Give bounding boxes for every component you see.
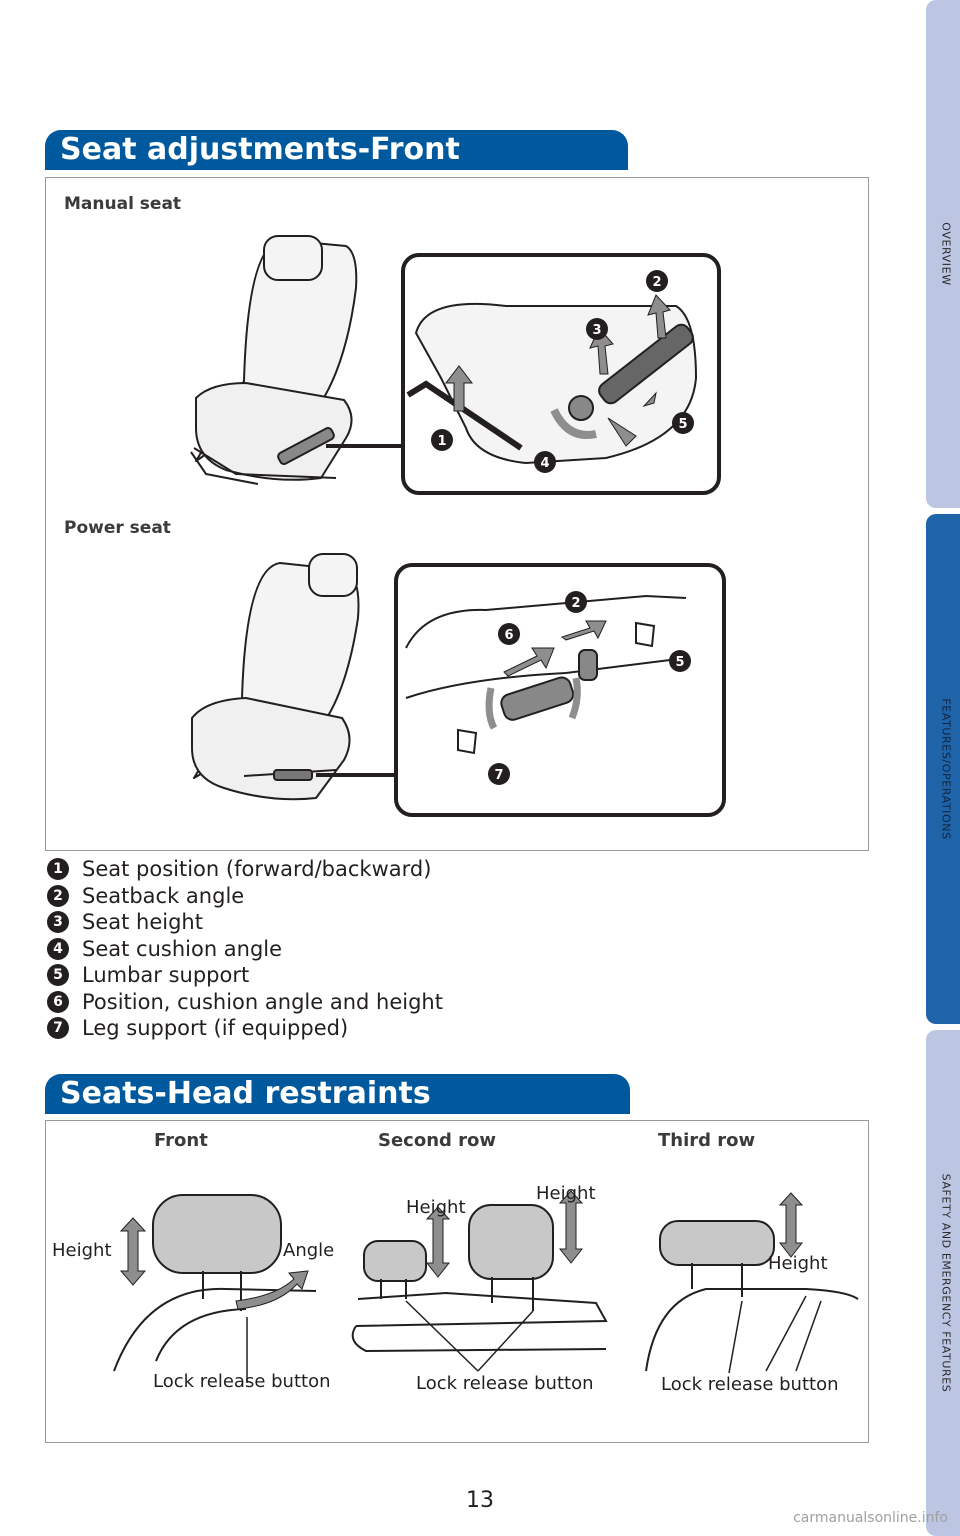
legend-text: Seat position (forward/backward) bbox=[82, 857, 432, 882]
page-number: 13 bbox=[466, 1488, 494, 1513]
side-tab-features-operations[interactable]: FEATURES/OPERATIONS bbox=[926, 514, 960, 1024]
legend-number: 7 bbox=[47, 1017, 69, 1040]
column-heading-second-row: Second row bbox=[378, 1130, 497, 1151]
column-heading-front: Front bbox=[154, 1130, 208, 1151]
legend-text: Seat height bbox=[82, 910, 203, 935]
power-callout-2: 2 bbox=[571, 596, 580, 611]
manual-callout-2: 2 bbox=[652, 275, 661, 290]
watermark: carmanualsonline.info bbox=[793, 1510, 948, 1526]
legend-number: 6 bbox=[47, 990, 69, 1013]
legend-text: Lumbar support bbox=[82, 963, 250, 988]
third-row-height-arrow bbox=[778, 1192, 804, 1258]
legend-item: 4 Seat cushion angle bbox=[47, 936, 443, 963]
legend-text: Seatback angle bbox=[82, 883, 245, 908]
manual-callouts: 1 2 3 4 5 bbox=[431, 270, 694, 473]
legend-text: Leg support (if equipped) bbox=[82, 1016, 349, 1041]
section-header-seat-adjustments: Seat adjustments-Front bbox=[45, 130, 628, 170]
legend-item: 5 Lumbar support bbox=[47, 962, 443, 989]
second-row-height-right-label: Height bbox=[536, 1183, 596, 1204]
front-height-arrow bbox=[119, 1217, 147, 1286]
seat-illustrations: 1 2 3 4 5 bbox=[190, 235, 726, 817]
side-tab-safety-label: SAFETY AND EMERGENCY FEATURES bbox=[939, 1173, 953, 1393]
manual-callout-1: 1 bbox=[437, 434, 446, 449]
manual-seat-drawing bbox=[190, 235, 358, 485]
legend-number: 5 bbox=[47, 964, 69, 987]
power-callouts: 2 5 6 7 bbox=[488, 591, 691, 785]
second-row-head-restraints bbox=[351, 1204, 608, 1372]
legend-item: 1 Seat position (forward/backward) bbox=[47, 856, 443, 883]
third-row-height-label: Height bbox=[768, 1253, 828, 1274]
side-tab-safety[interactable]: SAFETY AND EMERGENCY FEATURES bbox=[926, 1030, 960, 1536]
legend-text: Seat cushion angle bbox=[82, 936, 283, 961]
head-restraints-panel: Front Second row Third row bbox=[45, 1120, 869, 1443]
front-head-restraint bbox=[113, 1194, 317, 1383]
front-lock-release-label: Lock release button bbox=[153, 1371, 331, 1392]
manual-callout-5: 5 bbox=[678, 417, 687, 432]
power-detail-inset bbox=[394, 563, 726, 817]
second-row-right-height-arrow bbox=[558, 1190, 584, 1264]
legend-number: 3 bbox=[47, 911, 69, 934]
front-angle-arrow bbox=[235, 1270, 309, 1310]
second-row-lock-release-label: Lock release button bbox=[416, 1373, 594, 1394]
second-row-left-height-arrow bbox=[425, 1206, 451, 1278]
power-seat-label: Power seat bbox=[64, 518, 171, 538]
third-row-head-restraint bbox=[645, 1220, 859, 1374]
power-callout-5: 5 bbox=[675, 655, 684, 670]
legend-item: 3 Seat height bbox=[47, 909, 443, 936]
power-callout-6: 6 bbox=[504, 628, 513, 643]
front-angle-label: Angle bbox=[283, 1240, 335, 1261]
manual-callout-4: 4 bbox=[540, 456, 549, 471]
legend-number: 1 bbox=[47, 858, 69, 881]
section-header-head-restraints: Seats-Head restraints bbox=[45, 1074, 630, 1114]
legend-text: Position, cushion angle and height bbox=[82, 989, 443, 1014]
manual-detail-inset bbox=[401, 253, 721, 495]
power-callout-7: 7 bbox=[494, 768, 503, 783]
legend-item: 7 Leg support (if equipped) bbox=[47, 1015, 443, 1042]
second-row-height-left-label: Height bbox=[406, 1197, 466, 1218]
seat-adjustments-panel: Manual seat Power seat bbox=[45, 177, 869, 851]
manual-callout-3: 3 bbox=[592, 323, 601, 338]
power-seat-drawing bbox=[191, 553, 360, 801]
legend-item: 6 Position, cushion angle and height bbox=[47, 989, 443, 1016]
front-height-label: Height bbox=[52, 1240, 112, 1261]
side-tab-overview[interactable]: OVERVIEW bbox=[926, 0, 960, 508]
legend-item: 2 Seatback angle bbox=[47, 883, 443, 910]
manual-seat-label: Manual seat bbox=[64, 194, 182, 214]
adjustment-legend: 1 Seat position (forward/backward) 2 Seatb… bbox=[47, 856, 443, 1042]
legend-number: 2 bbox=[47, 884, 69, 907]
side-tab-overview-label: OVERVIEW bbox=[939, 222, 953, 286]
third-row-lock-release-label: Lock release button bbox=[661, 1374, 839, 1395]
head-restraint-illustrations bbox=[113, 1190, 859, 1383]
side-tab-features-label: FEATURES/OPERATIONS bbox=[939, 698, 953, 840]
column-heading-third-row: Third row bbox=[658, 1130, 756, 1151]
legend-number: 4 bbox=[47, 937, 69, 960]
